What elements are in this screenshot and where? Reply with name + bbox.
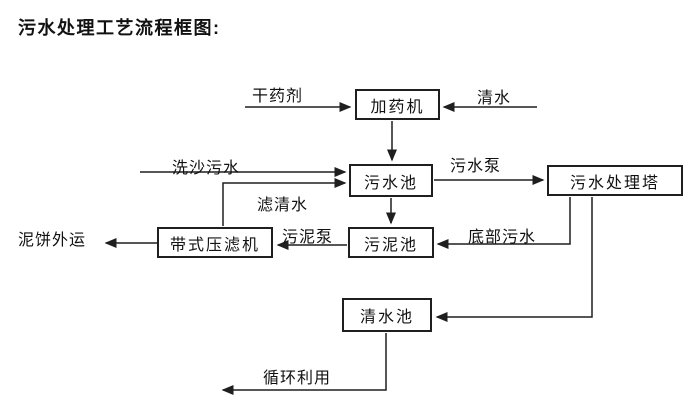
- arrow-tower-to-sludge-pool: [436, 197, 571, 249]
- node-treatment-tower: 污水处理塔: [547, 165, 683, 196]
- edge-label-bottom-sewage: 底部污水: [468, 229, 537, 246]
- edge-label-sewage-pump: 污水泵: [450, 158, 502, 175]
- edge-label-sludge-pump: 污泥泵: [282, 229, 334, 246]
- arrow-tower-to-clean-pool: [435, 197, 593, 322]
- edge-label-filtered-water: 滤清水: [257, 197, 309, 214]
- edge-label-recycling: 循环利用: [263, 370, 332, 387]
- node-dosing-machine: 加药机: [355, 89, 440, 120]
- arrow-filtered-water-to-sewage-pool: [222, 178, 347, 226]
- edge-label-dry-chemical: 干药剂: [252, 88, 304, 105]
- node-sludge-pool: 污泥池: [348, 227, 434, 258]
- edge-label-sand-washing-sewage: 洗沙污水: [172, 160, 241, 177]
- arrow-clean-pool-to-recycling: [221, 333, 387, 395]
- node-clean-water-pool: 清水池: [342, 298, 432, 332]
- node-belt-filter-press: 带式压滤机: [157, 227, 273, 258]
- node-sewage-pool: 污水池: [349, 164, 433, 197]
- edge-label-mud-cake-out: 泥饼外运: [18, 232, 87, 249]
- edge-label-clean-water: 清水: [477, 90, 512, 107]
- diagram-title: 污水处理工艺流程框图:: [18, 18, 221, 38]
